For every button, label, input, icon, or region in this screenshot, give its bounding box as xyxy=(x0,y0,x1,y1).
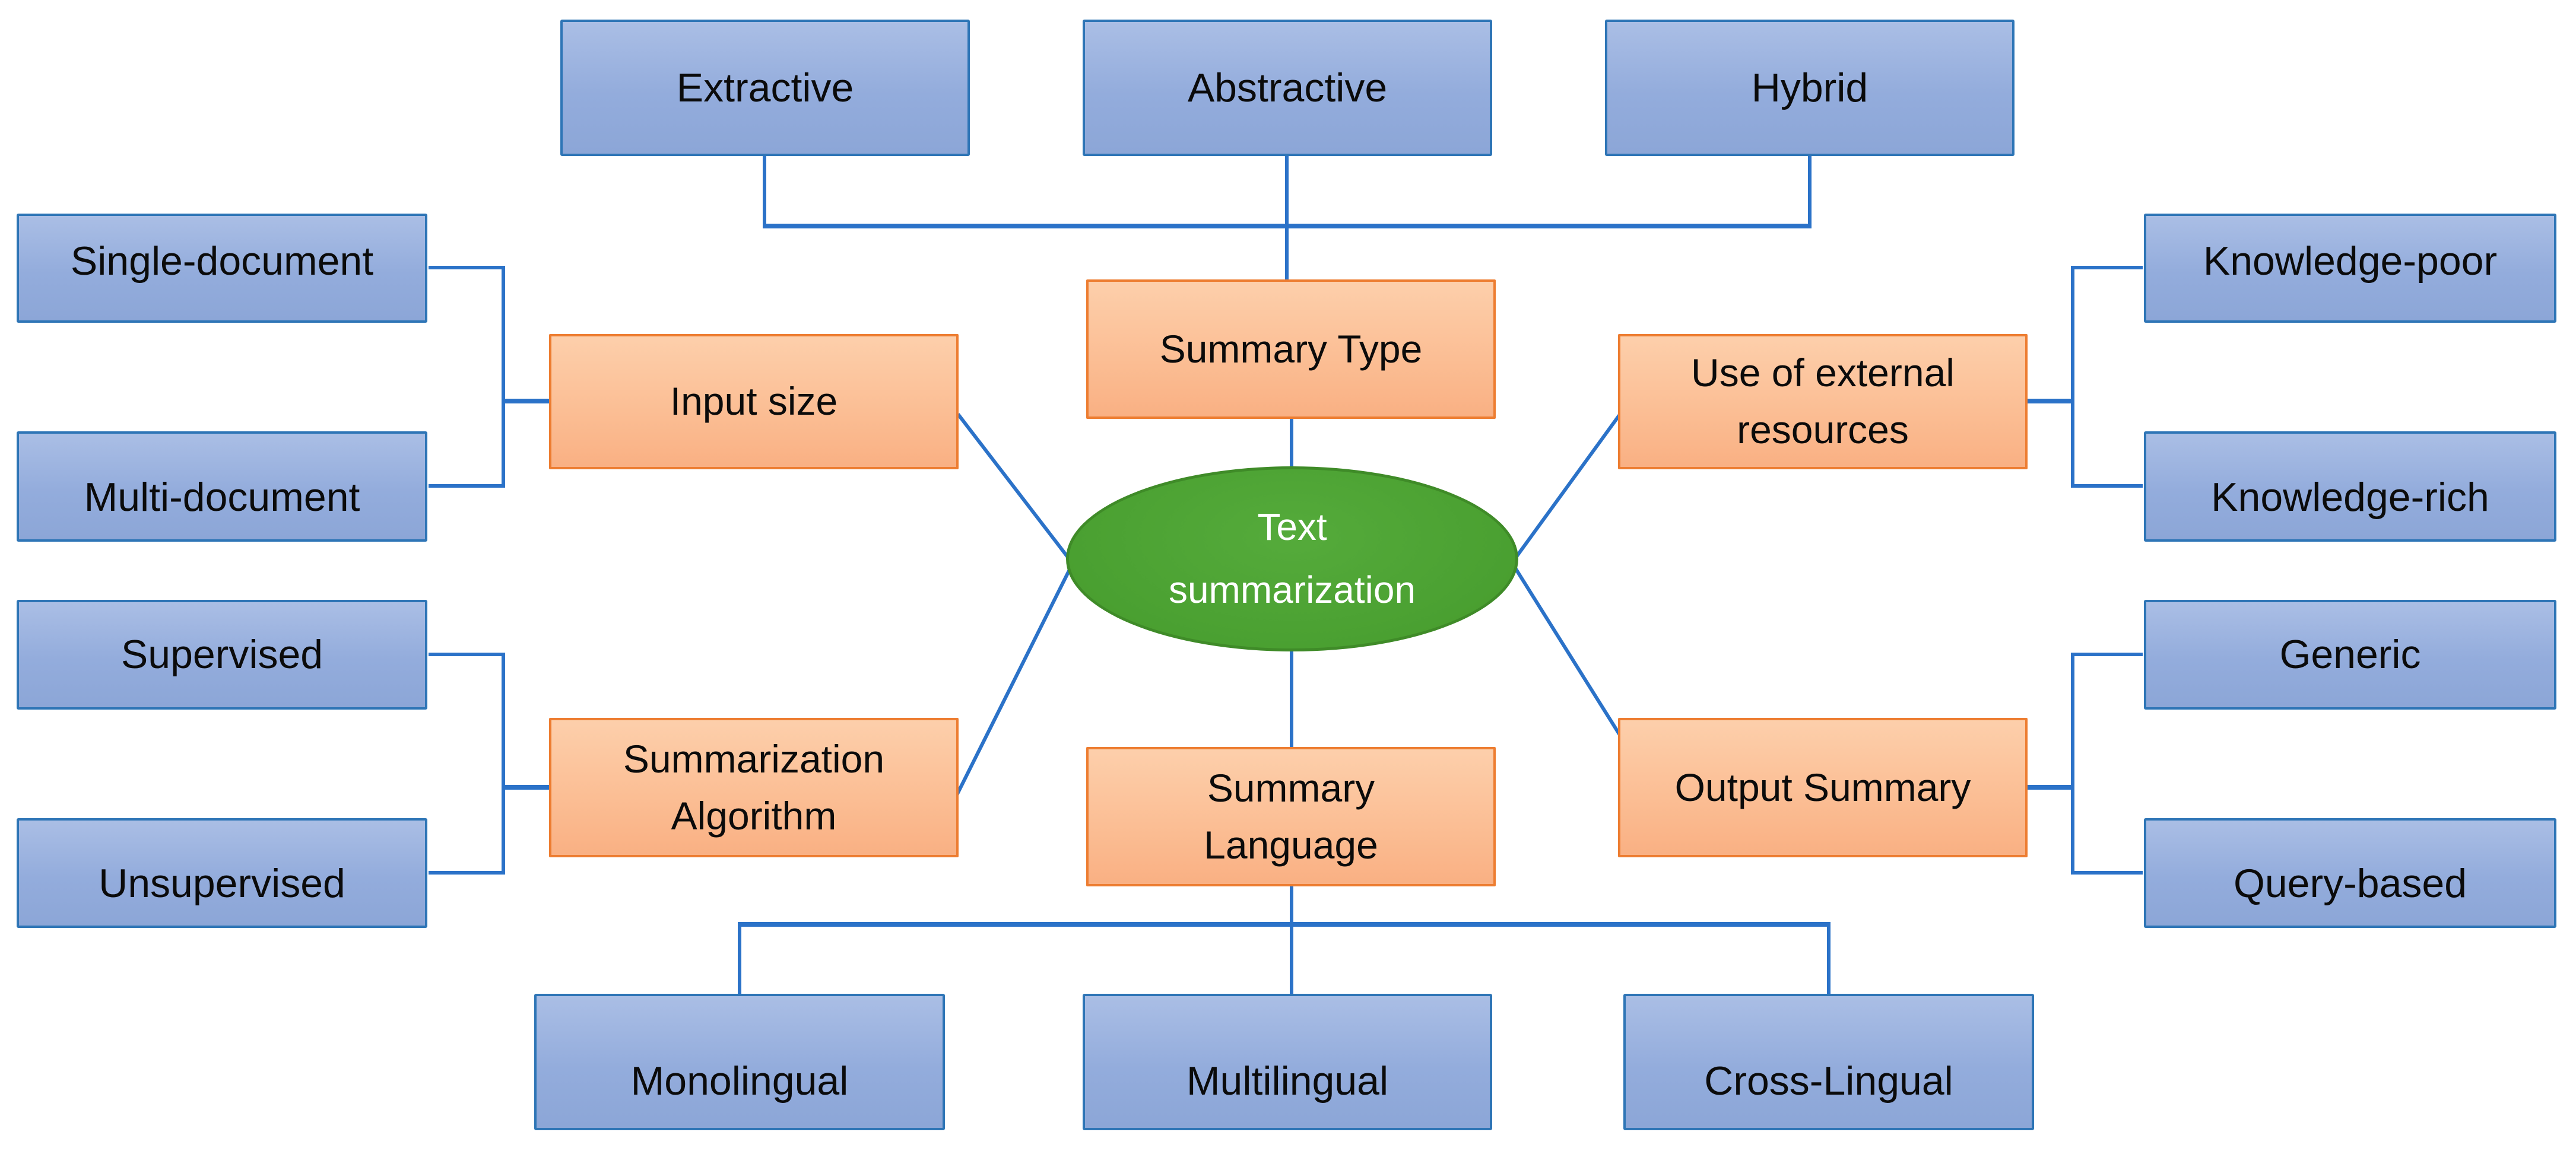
connector-root-diagonals xyxy=(954,413,1623,797)
node-extractive: Extractive xyxy=(560,20,970,156)
node-query-based: Query-based xyxy=(2144,818,2556,928)
node-use-of-external-resources: Use of external resources xyxy=(1618,334,2028,469)
node-supervised: Supervised xyxy=(17,600,427,710)
node-input-size: Input size xyxy=(549,334,959,469)
connector-output-summary-children xyxy=(2025,653,2143,875)
node-summary-language: Summary Language xyxy=(1086,747,1496,886)
node-summarization-algorithm: Summarization Algorithm xyxy=(549,718,959,857)
node-hybrid: Hybrid xyxy=(1605,20,2015,156)
node-text-summarization: Text summarization xyxy=(1066,466,1518,651)
node-monolingual: Monolingual xyxy=(534,994,945,1130)
node-knowledge-rich: Knowledge-rich xyxy=(2144,431,2556,542)
node-unsupervised: Unsupervised xyxy=(17,818,427,928)
node-output-summary: Output Summary xyxy=(1618,718,2028,857)
node-generic: Generic xyxy=(2144,600,2556,710)
node-cross-lingual: Cross-Lingual xyxy=(1623,994,2034,1130)
node-multi-document: Multi-document xyxy=(17,431,427,542)
node-abstractive: Abstractive xyxy=(1083,20,1492,156)
node-knowledge-poor: Knowledge-poor xyxy=(2144,214,2556,323)
connector-summarization-algorithm-children xyxy=(429,653,551,875)
connector-summary-type-children xyxy=(763,156,1812,281)
connector-summary-language-children xyxy=(738,922,1831,995)
node-single-document: Single-document xyxy=(17,214,427,323)
node-multilingual: Multilingual xyxy=(1083,994,1492,1130)
node-summary-type: Summary Type xyxy=(1086,279,1496,419)
connector-use-of-external-resources-children xyxy=(2025,266,2143,488)
connector-input-size-children xyxy=(429,266,551,488)
